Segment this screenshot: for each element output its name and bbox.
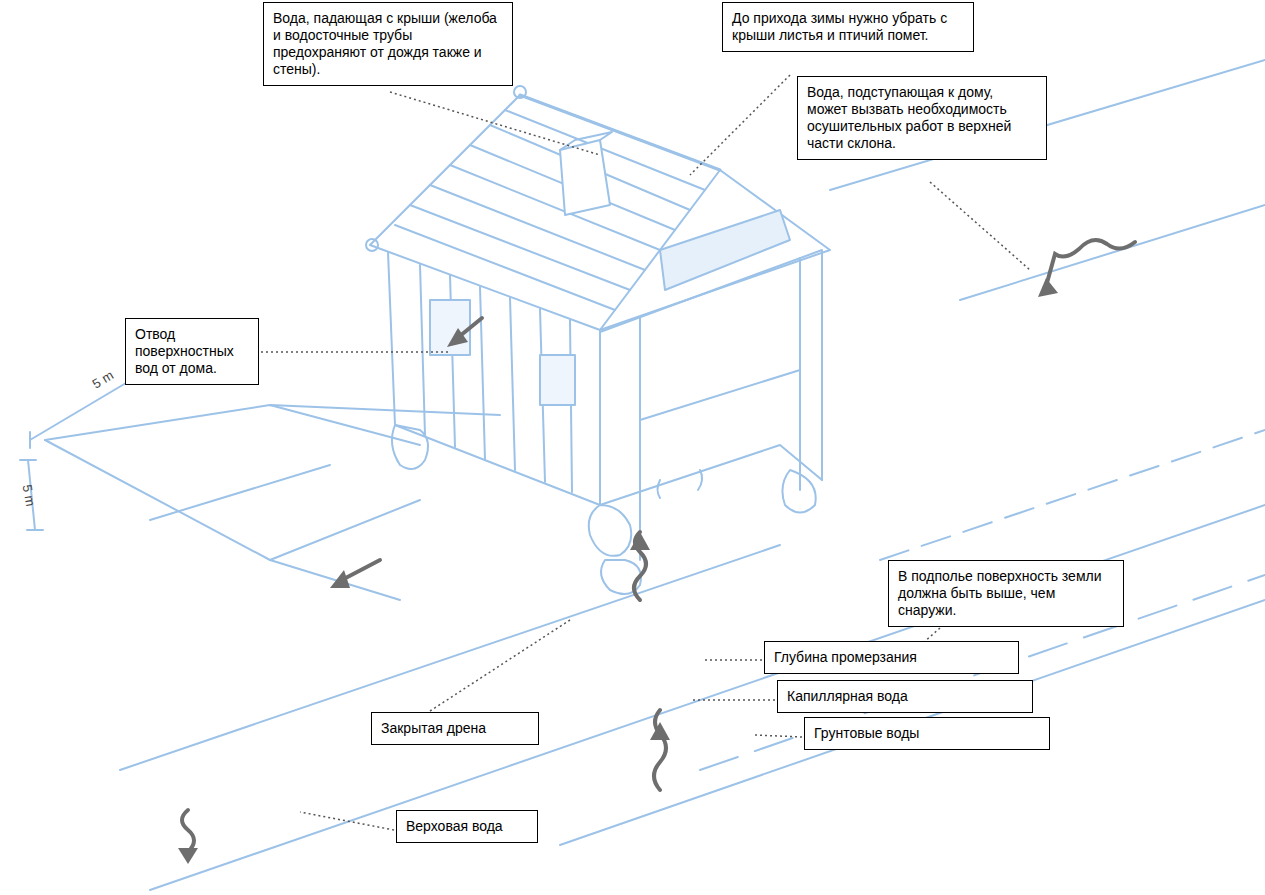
dimension-label: 5 m [20,484,39,508]
callout-text: Вода, подступающая к дому, может вызвать… [807,84,1037,152]
callout-box: Отвод поверхностных вод от дома. [125,318,259,385]
callout-box: Верховая вода [396,810,538,843]
callout-text: Капиллярная вода [787,688,1023,705]
callout-box: В подполье поверхность земли должна быть… [888,560,1124,627]
callout-text: До прихода зимы нужно убрать с крыши лис… [732,10,964,44]
callout-box: Грунтовые воды [804,717,1050,750]
callout-text: Отвод поверхностных вод от дома. [135,326,249,377]
callout-text: Глубина промерзания [774,649,1009,666]
callout-box: Вода, подступающая к дому, может вызвать… [797,76,1047,160]
callout-text: Грунтовые воды [814,725,1040,742]
callout-text: Верховая вода [406,818,528,835]
callout-box: Вода, падающая с крыши (желоба и водосто… [263,2,513,86]
callout-text: Вода, падающая с крыши (желоба и водосто… [273,10,503,78]
dimension-label: 5 m [90,367,116,391]
callout-text: В подполье поверхность земли должна быть… [898,568,1114,619]
callout-box: Глубина промерзания [764,641,1019,674]
callout-box: Капиллярная вода [777,680,1033,713]
callout-box: До прихода зимы нужно убрать с крыши лис… [722,2,974,52]
callout-box: Закрытая дрена [371,712,539,745]
callout-text: Закрытая дрена [381,720,529,737]
